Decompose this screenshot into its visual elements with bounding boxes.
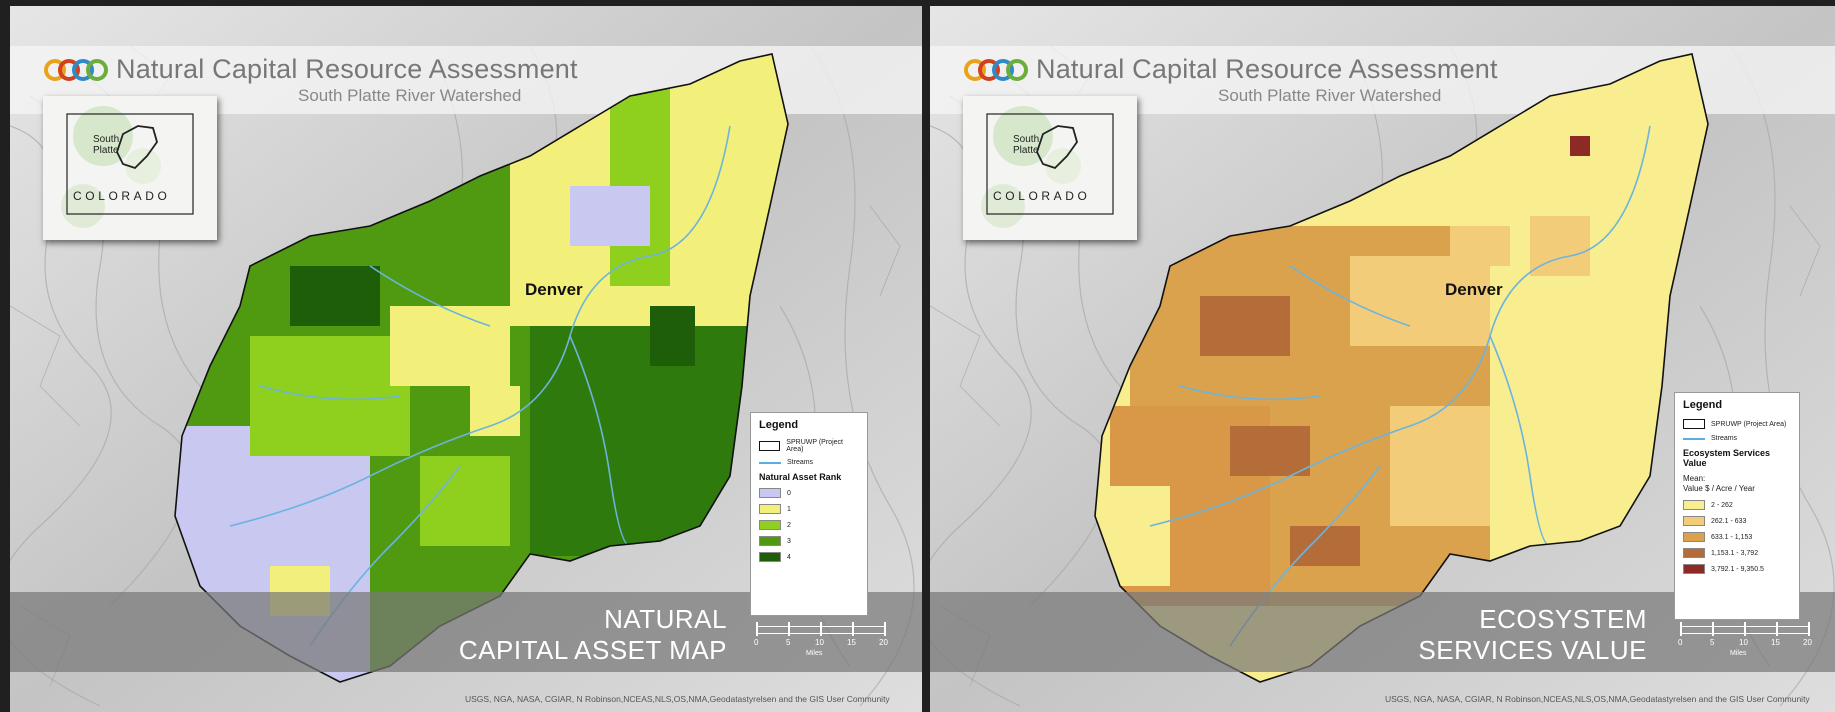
inset-state-label: COLORADO xyxy=(993,189,1091,203)
rank-2-swatch xyxy=(759,520,781,530)
rank-2-label: 2 xyxy=(787,521,791,529)
value-class-4-label: 1,153.1 - 3,792 xyxy=(1711,549,1759,557)
scale-bar: 0 5 10 15 20 Miles xyxy=(752,622,892,662)
legend-boundary-label: SPRUWP (Project Area) xyxy=(1711,420,1787,428)
value-class-4-swatch xyxy=(1683,548,1705,558)
rank-3-label: 3 xyxy=(787,537,791,545)
legend-natural: Legend SPRUWP (Project Area) Streams Nat… xyxy=(750,412,868,616)
legend-boundary-label: SPRUWP (Project Area) xyxy=(786,439,843,453)
map-title: Natural Capital Resource Assessment xyxy=(1036,54,1498,84)
value-class-2-swatch xyxy=(1683,516,1705,526)
value-class-3-label: 633.1 - 1,153 xyxy=(1711,533,1753,541)
legend-title: Legend xyxy=(759,419,799,431)
denver-label: Denver xyxy=(525,280,583,299)
value-class-1-swatch xyxy=(1683,500,1705,510)
legend-streams-label: Streams xyxy=(1711,435,1738,442)
value-class-5-label: 3,792.1 - 9,350.5 xyxy=(1711,565,1764,573)
inset-state-label: COLORADO xyxy=(73,189,171,203)
value-class-3-swatch xyxy=(1683,532,1705,542)
value-class-1-label: 2 - 262 xyxy=(1711,501,1733,509)
legend-title: Legend xyxy=(1683,399,1723,411)
rank-4-swatch xyxy=(759,552,781,562)
value-class-5-swatch xyxy=(1683,564,1705,574)
legend-class-title: Natural Asset Rank xyxy=(759,472,842,482)
rank-1-label: 1 xyxy=(787,505,791,513)
legend-units: Mean:Value $ / Acre / Year xyxy=(1683,474,1755,493)
legend-ecosystem: Legend SPRUWP (Project Area) Streams Eco… xyxy=(1674,392,1800,620)
rank-0-swatch xyxy=(759,488,781,498)
rank-1-swatch xyxy=(759,504,781,514)
natural-capital-map-panel: Natural Capital Resource Assessment Sout… xyxy=(10,6,922,712)
rings-logo-icon xyxy=(44,59,108,81)
boundary-swatch xyxy=(759,441,781,451)
rings-logo-icon xyxy=(964,59,1028,81)
denver-label: Denver xyxy=(1445,280,1503,299)
ecosystem-services-map-panel: Natural Capital Resource Assessment Sout… xyxy=(930,6,1835,712)
scale-bar: 0 5 10 15 20 Miles xyxy=(1676,622,1816,662)
rank-4-label: 4 xyxy=(787,553,791,561)
map-subtitle: South Platte River Watershed xyxy=(1218,86,1442,105)
attribution-credit: USGS, NGA, NASA, CGIAR, N Robinson,NCEAS… xyxy=(465,694,890,704)
map-theme-label: NATURAL CAPITAL ASSET MAP xyxy=(458,604,727,665)
stream-swatch xyxy=(759,461,781,464)
watershed-asset-map xyxy=(174,53,789,683)
legend-streams-label: Streams xyxy=(787,459,814,466)
value-class-2-label: 262.1 - 633 xyxy=(1711,517,1747,525)
map-title: Natural Capital Resource Assessment xyxy=(116,54,578,84)
rank-3-swatch xyxy=(759,536,781,546)
rank-0-label: 0 xyxy=(787,489,791,497)
watershed-value-map xyxy=(1094,53,1709,683)
boundary-swatch xyxy=(1683,419,1705,429)
stream-swatch xyxy=(1683,437,1705,440)
map-theme-label: ECOSYSTEM SERVICES VALUE xyxy=(1418,604,1647,665)
attribution-credit: USGS, NGA, NASA, CGIAR, N Robinson,NCEAS… xyxy=(1385,694,1810,704)
map-subtitle: South Platte River Watershed xyxy=(298,86,522,105)
